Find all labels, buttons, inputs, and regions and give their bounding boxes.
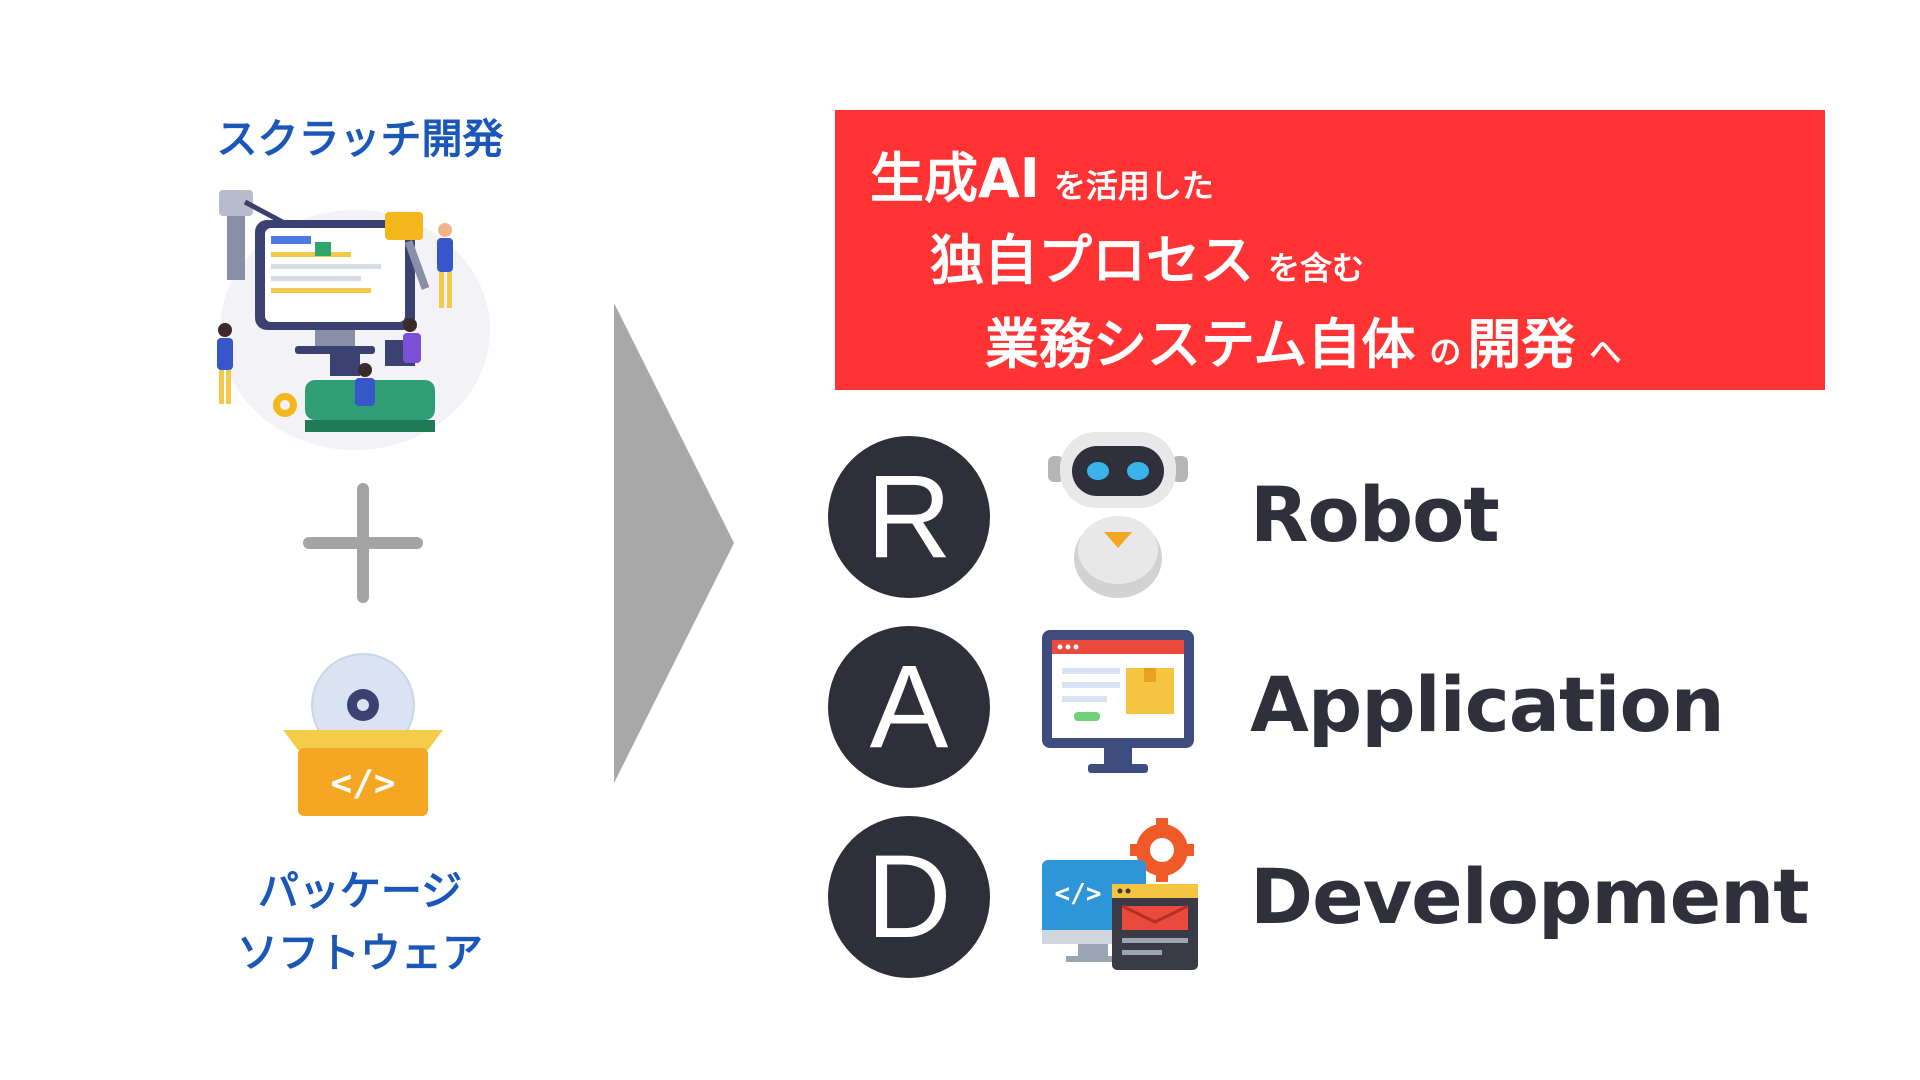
headline-development: 開発 [1467,313,1576,376]
headline-banner: 生成AI を活用した 独自プロセスを含む 業務システム自体の開発へ [835,110,1825,390]
headline-generative-ai: 生成AI [870,147,1040,210]
svg-text:</>: </> [330,763,395,804]
headline-line3: 業務システム自体の開発へ [985,300,1627,379]
headline-line1: 生成AI を活用した [870,134,1220,213]
headline-line2: 独自プロセスを含む [930,216,1370,295]
plus-vertical-bar [357,483,369,603]
headline-business-system: 業務システム自体 [985,313,1416,376]
headline-unique-process: 独自プロセス [930,229,1254,292]
package-label-line2: ソフトウェア [237,929,483,977]
headline-including: を含む [1268,249,1365,287]
scratch-development-label: スクラッチ開発 [216,115,504,163]
package-label-line1: パッケージ [257,867,463,915]
transition-arrow [614,303,734,783]
robot-word: Robot [1250,470,1500,559]
letter-a-circle: A [828,626,990,788]
scratch-development-illustration [217,190,490,450]
headline-no: の [1429,333,1462,371]
monitor-app-icon [1042,630,1194,773]
headline-he: へ [1589,333,1622,371]
robot-icon [1048,432,1188,598]
headline-utilizing: を活用した [1053,167,1214,205]
package-software-label: パッケージ ソフトウェア [170,860,550,984]
development-word: Development [1250,852,1810,941]
letter-d-circle: D [828,816,990,978]
dev-code-icon: </> [1042,818,1198,970]
application-word: Application [1250,660,1725,749]
svg-text:</>: </> [1055,879,1102,909]
package-software-icon: </> [283,653,443,816]
letter-r-circle: R [828,436,990,598]
